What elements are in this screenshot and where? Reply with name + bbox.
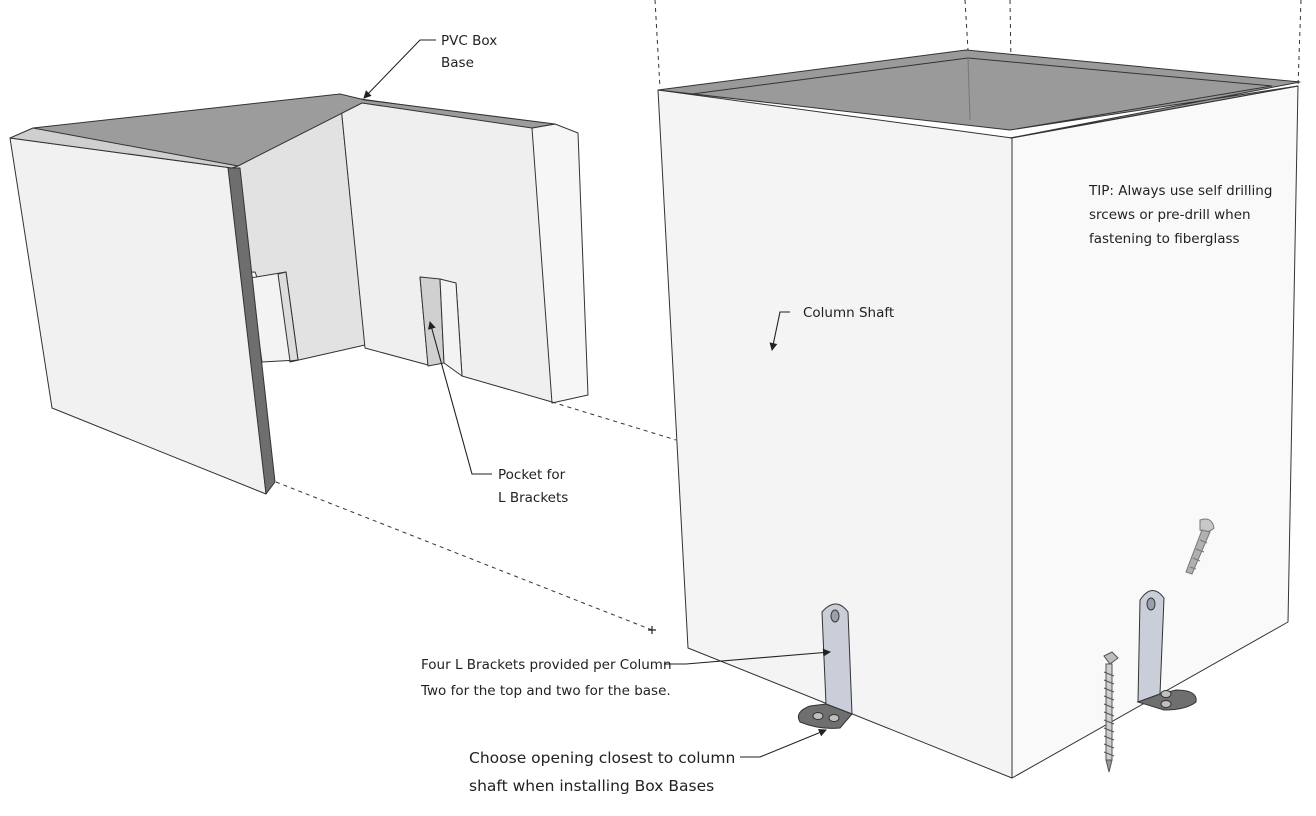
guide-line-lower bbox=[275, 481, 653, 631]
guide-line-top-2 bbox=[964, 0, 969, 51]
screw-icon-tip bbox=[1105, 759, 1113, 773]
label-pocket-line-2: L Brackets bbox=[498, 490, 568, 506]
l-bracket-right-hole bbox=[1146, 597, 1156, 611]
l-bracket-left-hole bbox=[830, 609, 840, 623]
box-front-left-panel bbox=[9, 137, 267, 495]
label-pocket: Pocket for L Brackets bbox=[498, 467, 569, 506]
l-bracket-left-foot-hole-2 bbox=[828, 714, 840, 722]
self-drilling-screw-icon bbox=[1103, 651, 1119, 773]
label-tip: TIP: Always use self drilling srcews or … bbox=[1088, 183, 1277, 247]
label-brackets-line-2: Two for the top and two for the base. bbox=[420, 683, 671, 699]
angled-screw-icon-threads bbox=[1189, 539, 1208, 570]
l-bracket-left-foot-hole-1 bbox=[812, 712, 824, 720]
leader-lines bbox=[363, 39, 831, 758]
label-pvc-box-base-line-2: Base bbox=[441, 55, 474, 71]
box-pocket-slot-left-side bbox=[277, 271, 299, 362]
label-tip-line-1: TIP: Always use self drilling bbox=[1088, 183, 1272, 199]
guide-line-upper bbox=[551, 401, 677, 441]
l-bracket-right bbox=[1136, 590, 1197, 711]
label-opening-line-2: shaft when installing Box Bases bbox=[469, 777, 714, 795]
leader-column-shaft bbox=[769, 311, 790, 351]
label-column-shaft: Column Shaft bbox=[803, 305, 894, 321]
box-front-left-bevel bbox=[9, 127, 239, 169]
l-bracket-left bbox=[797, 603, 853, 729]
l-bracket-left-upright bbox=[821, 603, 853, 715]
box-pocket-slot-face bbox=[439, 278, 463, 377]
label-tip-line-2: srcews or pre-drill when bbox=[1089, 207, 1251, 223]
box-front-left-edge bbox=[227, 167, 276, 495]
guide-target-mark bbox=[648, 626, 656, 634]
leader-opening bbox=[740, 728, 827, 758]
label-brackets-line-1: Four L Brackets provided per Column bbox=[421, 657, 672, 673]
pvc-box-base-illustration bbox=[9, 93, 589, 495]
l-bracket-right-foot bbox=[1136, 689, 1197, 711]
label-opening: Choose opening closest to column shaft w… bbox=[469, 749, 740, 795]
l-bracket-right-foot-hole-1 bbox=[1160, 690, 1172, 698]
angled-screw-icon bbox=[1185, 518, 1215, 575]
label-opening-line-1: Choose opening closest to column bbox=[469, 749, 735, 767]
l-bracket-right-foot-hole-2 bbox=[1160, 700, 1172, 708]
l-bracket-left-foot bbox=[797, 703, 853, 729]
l-bracket-right-upright bbox=[1137, 590, 1165, 703]
label-brackets: Four L Brackets provided per Column Two … bbox=[420, 657, 676, 699]
leader-pvc-box-base bbox=[363, 39, 436, 99]
screw-icon-threads bbox=[1103, 671, 1115, 757]
leader-pocket bbox=[428, 321, 492, 475]
screw-icon-head bbox=[1103, 651, 1119, 665]
guide-line-top-4 bbox=[1297, 0, 1302, 87]
shaft-inner-edge bbox=[967, 57, 971, 121]
leader-brackets bbox=[664, 648, 831, 665]
label-pvc-box-base: PVC Box Base bbox=[441, 33, 502, 71]
label-tip-line-3: fastening to fiberglass bbox=[1089, 231, 1240, 247]
label-pocket-line-1: Pocket for bbox=[498, 467, 566, 483]
label-pvc-box-base-line-1: PVC Box bbox=[441, 33, 497, 49]
shaft-top-rim bbox=[657, 49, 1301, 139]
angled-screw-icon-body bbox=[1185, 529, 1211, 575]
guide-line-top-1 bbox=[654, 0, 661, 89]
column-shaft-illustration bbox=[657, 49, 1301, 779]
